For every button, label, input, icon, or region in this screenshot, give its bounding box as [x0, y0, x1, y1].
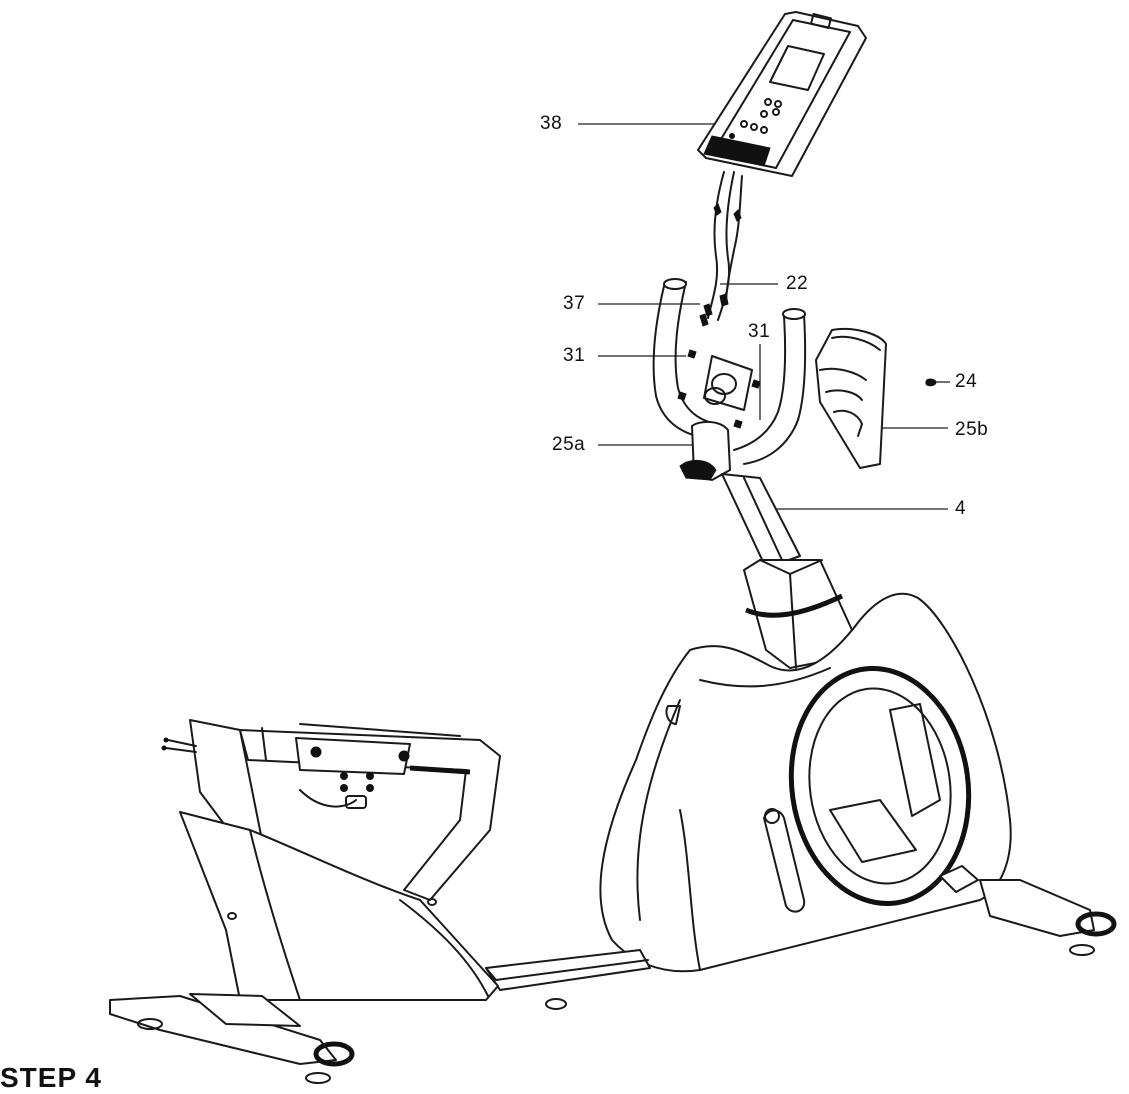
console-part-38 — [697, 11, 867, 177]
callout-31b: 31 — [748, 321, 771, 342]
front-stabilizer — [939, 865, 1117, 956]
callout-38: 38 — [540, 113, 563, 134]
flywheel-housing — [599, 592, 1012, 973]
seat-frame — [161, 719, 501, 901]
leader-lines — [578, 123, 950, 510]
base-rail — [485, 949, 651, 1010]
callout-25b: 25b — [955, 419, 989, 440]
upright-stem-part-4 — [721, 473, 801, 569]
flywheel-ring — [788, 666, 972, 906]
stem-collar — [743, 559, 853, 669]
shroud-part-25b — [815, 328, 887, 469]
rear-stabilizer — [109, 993, 355, 1084]
callout-22: 22 — [786, 273, 809, 294]
rear-shroud — [179, 811, 499, 1001]
callout-37: 37 — [563, 293, 586, 314]
callout-25a: 25a — [552, 434, 586, 455]
handlebars — [652, 278, 807, 465]
mounting-plate — [677, 349, 761, 429]
callout-24: 24 — [955, 371, 978, 392]
callout-4: 4 — [955, 498, 967, 519]
callout-31a: 31 — [563, 345, 586, 366]
knob-part-24 — [925, 378, 937, 387]
shroud-part-25a — [679, 420, 731, 481]
step-label: STEP 4 — [0, 1062, 102, 1093]
pedal-crank — [763, 809, 806, 913]
console-cables — [699, 171, 743, 327]
